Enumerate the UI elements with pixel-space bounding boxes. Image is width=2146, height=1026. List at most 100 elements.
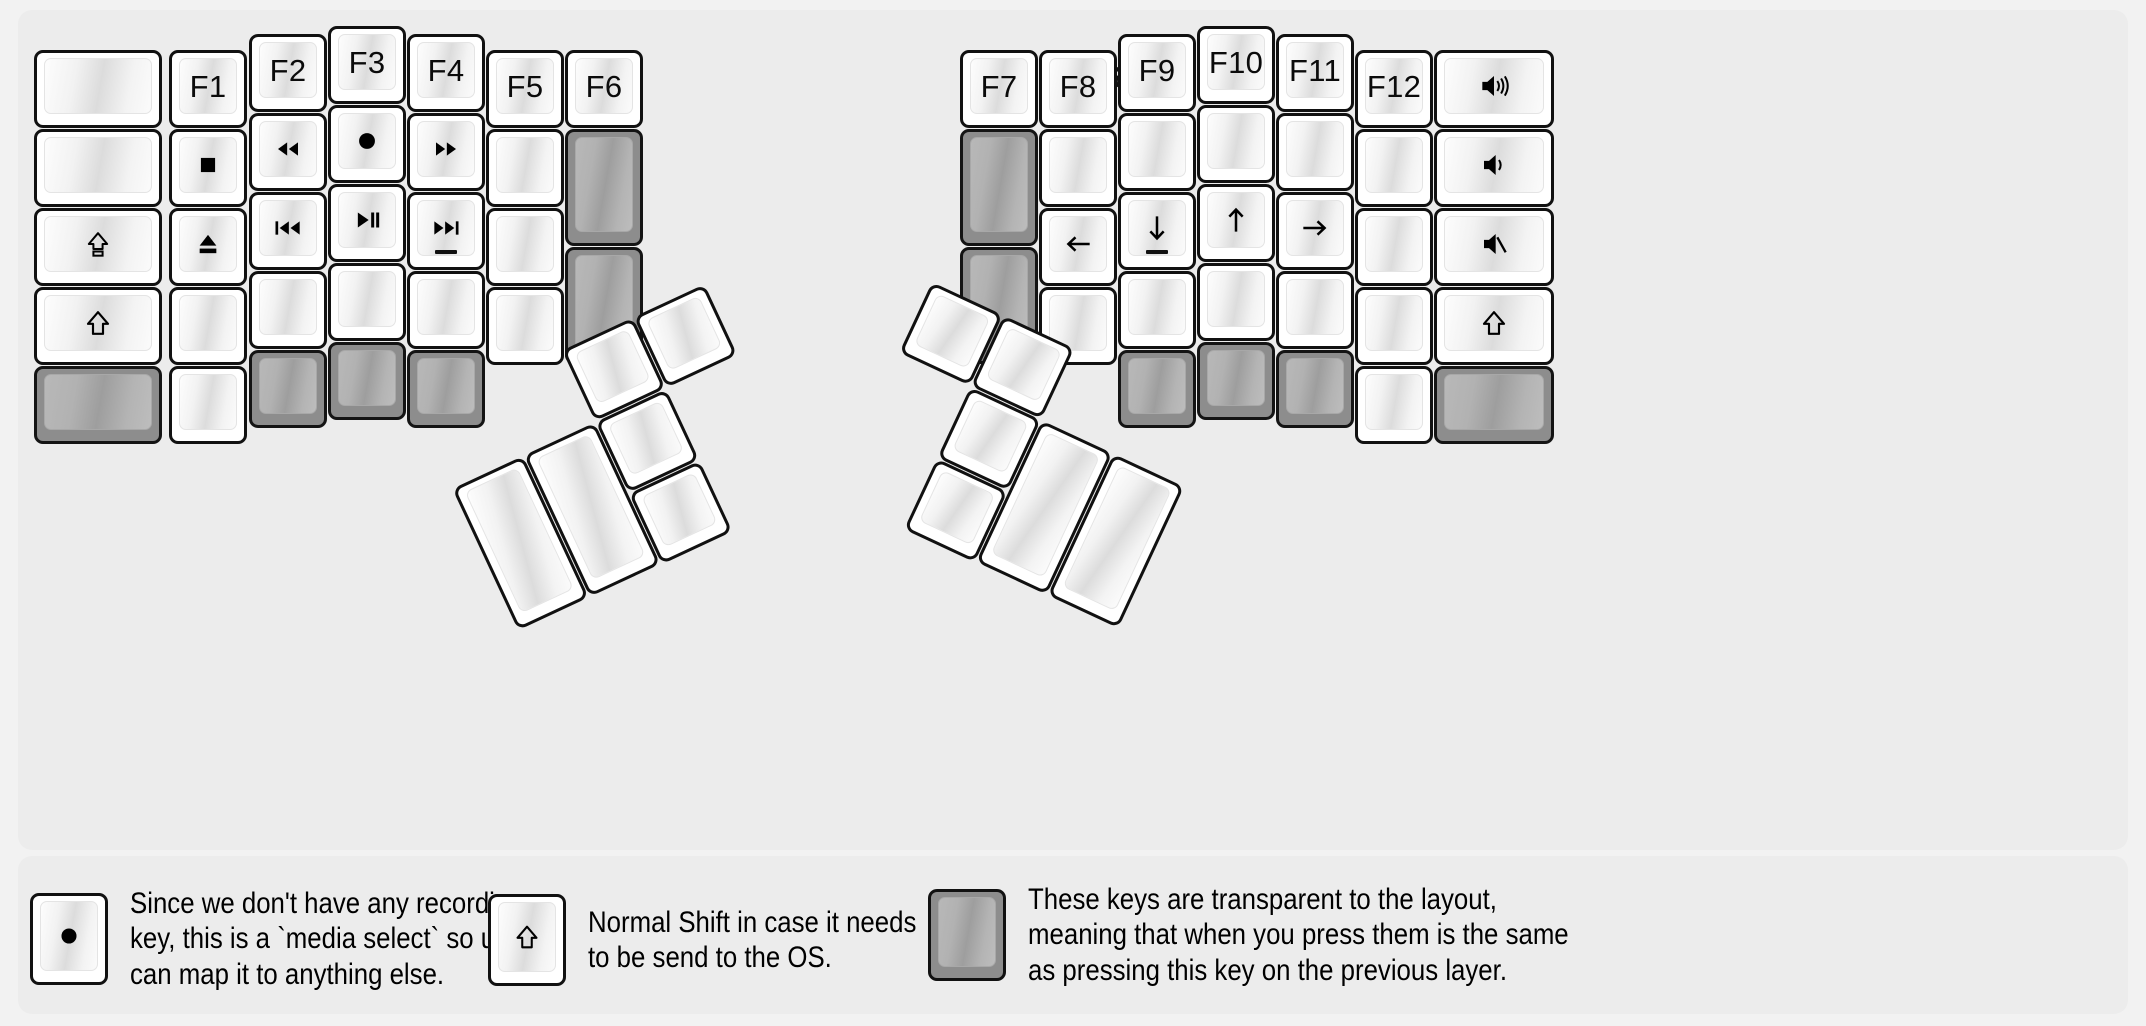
key-cap: F5 <box>496 58 554 114</box>
key-blank-f9-r2[interactable] <box>1118 113 1196 191</box>
key-blank-f1-r4[interactable] <box>169 287 247 365</box>
key-blank-f4-r4[interactable] <box>407 271 485 349</box>
stop-square-icon <box>200 157 216 173</box>
key-media-rewind[interactable] <box>249 113 327 191</box>
key-blank-outer-r1[interactable] <box>34 50 162 128</box>
key-label: F9 <box>1138 52 1176 88</box>
key-cap <box>44 295 152 351</box>
key-volume-down[interactable] <box>1434 129 1554 207</box>
legend-key-sample-3 <box>928 889 1006 982</box>
homing-bar-indicator <box>435 250 457 254</box>
key-f6[interactable]: F6 <box>565 50 643 128</box>
key-f4[interactable]: F4 <box>407 34 485 112</box>
key-arrow-right[interactable] <box>1276 192 1354 270</box>
key-blank-f12-r5[interactable] <box>1355 366 1433 444</box>
key-f7[interactable]: F7 <box>960 50 1038 128</box>
key-trans-f4-r5[interactable] <box>407 350 485 428</box>
key-cap <box>1049 216 1107 272</box>
key-capslock[interactable] <box>34 208 162 286</box>
key-trans-f3-r5[interactable] <box>328 342 406 420</box>
key-cap <box>985 326 1062 403</box>
key-cap <box>179 374 237 430</box>
key-cap: F8 <box>1049 58 1107 114</box>
key-f2[interactable]: F2 <box>249 34 327 112</box>
key-cap <box>1207 350 1265 406</box>
key-shift-left[interactable] <box>34 287 162 365</box>
key-arrow-left[interactable] <box>1039 208 1117 286</box>
key-media-play-pause[interactable] <box>328 184 406 262</box>
key-label: F8 <box>1059 68 1097 104</box>
key-blank-f5-r4[interactable] <box>486 287 564 365</box>
key-f12[interactable]: F12 <box>1355 50 1433 128</box>
key-blank-f1-r5[interactable] <box>169 366 247 444</box>
key-blank-f12-r4[interactable] <box>1355 287 1433 365</box>
key-media-prev-track[interactable] <box>249 192 327 270</box>
key-volume-up[interactable] <box>1434 50 1554 128</box>
key-blank-outer-r2[interactable] <box>34 129 162 207</box>
key-cap <box>1444 216 1544 272</box>
arrow-left-icon <box>1066 236 1090 252</box>
key-cap: F11 <box>1286 42 1344 98</box>
key-cap: F9 <box>1128 42 1186 98</box>
key-blank-f5-r2[interactable] <box>486 129 564 207</box>
key-cap <box>641 472 718 548</box>
key-arrow-down[interactable] <box>1118 192 1196 270</box>
key-media-next-track[interactable] <box>407 192 485 270</box>
key-trans-f6-r2[interactable] <box>565 129 643 246</box>
arrow-down-icon <box>1149 216 1165 241</box>
key-trans-f2-r5[interactable] <box>249 350 327 428</box>
key-trans-f10-r5[interactable] <box>1197 342 1275 420</box>
key-cap: F4 <box>417 42 475 98</box>
caps-lock-icon <box>87 232 109 257</box>
key-f5[interactable]: F5 <box>486 50 564 128</box>
key-trans-outer-b[interactable] <box>34 366 162 444</box>
left-thumb-cluster <box>452 284 843 707</box>
key-trans-f9-r5[interactable] <box>1118 350 1196 428</box>
key-blank-f11-r2[interactable] <box>1276 113 1354 191</box>
key-cap <box>179 137 237 193</box>
key-f9[interactable]: F9 <box>1118 34 1196 112</box>
key-media-select-record[interactable] <box>328 105 406 183</box>
key-media-eject[interactable] <box>169 208 247 286</box>
key-cap <box>417 279 475 335</box>
key-cap <box>574 329 651 405</box>
key-cap <box>1444 374 1544 430</box>
key-trans-outer-right-b[interactable] <box>1434 366 1554 444</box>
key-media-fast-forward[interactable] <box>407 113 485 191</box>
key-media-stop[interactable] <box>169 129 247 207</box>
key-cap <box>338 192 396 248</box>
key-cap <box>938 897 996 968</box>
key-trans-f7-r2[interactable] <box>960 129 1038 246</box>
key-f8[interactable]: F8 <box>1039 50 1117 128</box>
key-cap <box>918 470 996 546</box>
key-blank-f9-r4[interactable] <box>1118 271 1196 349</box>
key-blank-f2-r4[interactable] <box>249 271 327 349</box>
key-blank-f12-r2[interactable] <box>1355 129 1433 207</box>
key-volume-mute[interactable] <box>1434 208 1554 286</box>
key-blank-f11-r4[interactable] <box>1276 271 1354 349</box>
key-label: F7 <box>980 68 1018 104</box>
key-blank-f10-r2[interactable] <box>1197 105 1275 183</box>
key-f10[interactable]: F10 <box>1197 26 1275 104</box>
key-cap <box>952 398 1029 474</box>
key-shift-right[interactable] <box>1434 287 1554 365</box>
eject-icon <box>199 234 217 254</box>
key-cap: F6 <box>575 58 633 114</box>
key-blank-f10-r4[interactable] <box>1197 263 1275 341</box>
key-cap <box>44 58 152 114</box>
shift-arrow-icon <box>86 311 110 335</box>
key-cap <box>259 279 317 335</box>
key-f1[interactable]: F1 <box>169 50 247 128</box>
key-blank-f5-r3[interactable] <box>486 208 564 286</box>
key-f3[interactable]: F3 <box>328 26 406 104</box>
key-cap <box>498 902 556 972</box>
key-trans-f11-r5[interactable] <box>1276 350 1354 428</box>
key-cap <box>607 400 685 476</box>
key-blank-f12-r3[interactable] <box>1355 208 1433 286</box>
key-blank-f8-r2[interactable] <box>1039 129 1117 207</box>
key-f11[interactable]: F11 <box>1276 34 1354 112</box>
key-arrow-up[interactable] <box>1197 184 1275 262</box>
rewind-icon <box>278 142 298 156</box>
key-cap <box>1128 200 1186 256</box>
key-blank-f3-r4[interactable] <box>328 263 406 341</box>
